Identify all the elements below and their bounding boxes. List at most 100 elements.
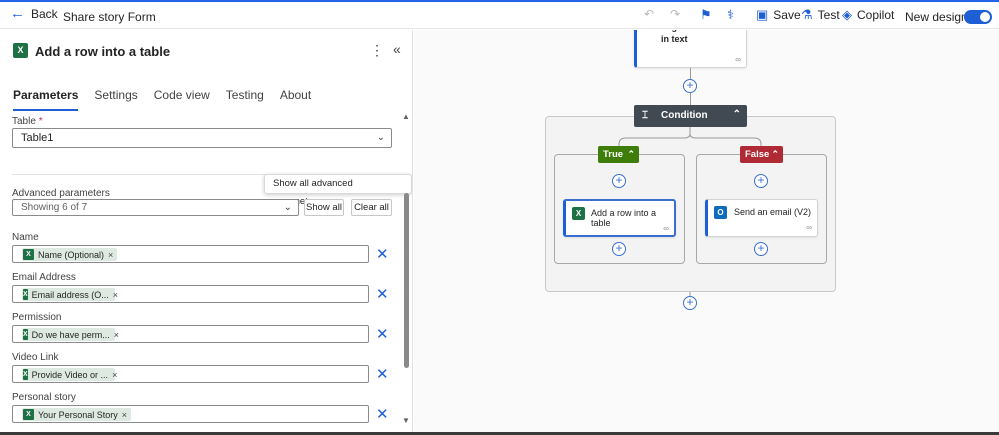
advanced-parameters-select[interactable]: Showing 6 of 7 ⌄: [12, 199, 299, 216]
bottom-edge: [0, 432, 999, 435]
field-label-video-link: Video Link: [12, 352, 59, 363]
flow-checker-icon: ⚑: [700, 7, 712, 22]
insert-step-plus-icon[interactable]: +: [754, 242, 768, 256]
field-label-personal-story: Personal story: [12, 392, 76, 403]
table-label: Table *: [12, 116, 43, 127]
name-field[interactable]: X Name (Optional) ×: [12, 245, 369, 263]
panel-title: Add a row into a table: [35, 44, 171, 59]
back-arrow-icon: ←: [10, 5, 25, 22]
clear-field-icon[interactable]: ✕: [376, 406, 389, 423]
show-all-tooltip: Show all advanced parameters: [264, 174, 412, 207]
show-all-button[interactable]: Show all: [304, 199, 344, 216]
tab-settings[interactable]: Settings: [94, 88, 138, 102]
remove-token-icon[interactable]: ×: [112, 369, 118, 380]
true-label: True: [603, 149, 624, 160]
token-label: Your Personal Story: [38, 409, 118, 420]
excel-icon: X: [23, 329, 28, 340]
save-button[interactable]: ▣ Save: [756, 7, 801, 23]
stethoscope-button[interactable]: ⚕: [727, 7, 734, 23]
tab-about[interactable]: About: [279, 88, 312, 102]
insert-step-plus-icon[interactable]: +: [612, 242, 626, 256]
redo-icon: ↷: [670, 7, 681, 21]
add-row-card-title: Add a row into a table: [591, 208, 657, 228]
table-label-text: Table: [12, 116, 36, 127]
sentiment-card-text: negative sentiment in text: [661, 30, 743, 44]
test-button[interactable]: ⚗ Test: [801, 7, 840, 23]
insert-step-plus-icon[interactable]: +: [612, 174, 626, 188]
panel-tabs: Parameters Settings Code view Testing Ab…: [13, 88, 311, 111]
dynamic-content-token[interactable]: X Do we have perm... ×: [22, 328, 119, 341]
collapse-panel-icon[interactable]: «: [393, 41, 401, 57]
tab-code-view[interactable]: Code view: [153, 88, 210, 102]
table-select[interactable]: Table1 ⌄: [12, 128, 392, 148]
dynamic-content-token[interactable]: X Name (Optional) ×: [22, 248, 118, 261]
link-icon: ∞: [806, 223, 812, 232]
insert-step-plus-icon[interactable]: +: [754, 174, 768, 188]
clear-field-icon[interactable]: ✕: [376, 326, 389, 343]
token-label: Do we have perm...: [31, 329, 110, 340]
tab-parameters[interactable]: Parameters: [13, 88, 79, 111]
insert-step-plus-icon[interactable]: +: [683, 79, 697, 93]
true-badge[interactable]: True ⌃: [598, 146, 639, 163]
excel-icon: X: [23, 409, 34, 420]
chevron-down-icon: ⌄: [283, 202, 292, 213]
condition-icon: ⌶: [642, 110, 648, 121]
clear-field-icon[interactable]: ✕: [376, 286, 389, 303]
dynamic-content-token[interactable]: X Your Personal Story ×: [22, 408, 131, 421]
excel-icon: X: [23, 289, 28, 300]
email-address-field[interactable]: X Email address (O... ×: [12, 285, 369, 303]
permission-field[interactable]: X Do we have perm... ×: [12, 325, 369, 343]
divider: [12, 174, 392, 175]
chevron-up-icon: ⌃: [771, 149, 779, 159]
dynamic-content-token[interactable]: X Email address (O... ×: [22, 288, 118, 301]
new-designer-label: New designer: [905, 10, 979, 24]
send-email-action-card[interactable]: O Send an email (V2) ∞: [705, 199, 818, 237]
designer-canvas[interactable]: negative sentiment in text ∞ + ⌶ Conditi…: [414, 30, 999, 432]
clear-field-icon[interactable]: ✕: [376, 366, 389, 383]
tab-testing[interactable]: Testing: [225, 88, 264, 102]
flow-checker-button[interactable]: ⚑: [700, 7, 712, 23]
insert-step-plus-icon[interactable]: +: [683, 296, 697, 310]
condition-label: Condition: [661, 110, 708, 121]
scrollbar-thumb[interactable]: [404, 193, 409, 368]
save-label: Save: [773, 8, 801, 22]
outlook-icon: O: [714, 206, 727, 219]
excel-icon: X: [23, 249, 34, 260]
remove-token-icon[interactable]: ×: [112, 289, 118, 300]
required-mark: *: [38, 116, 43, 127]
condition-header[interactable]: ⌶ Condition ⌃: [634, 105, 747, 127]
advanced-parameters-label: Advanced parameters: [12, 188, 110, 199]
chevron-up-icon[interactable]: ⌃: [732, 109, 741, 120]
chevron-down-icon: ⌄: [376, 132, 385, 143]
new-designer-toggle[interactable]: [964, 10, 992, 24]
table-value: Table1: [21, 132, 54, 144]
clear-all-button[interactable]: Clear all: [351, 199, 392, 216]
copilot-icon: ◈: [842, 7, 852, 22]
more-options-icon[interactable]: ⋮: [370, 42, 384, 58]
remove-token-icon[interactable]: ×: [121, 409, 127, 420]
remove-token-icon[interactable]: ×: [113, 329, 119, 340]
top-toolbar: ← Back Share story Form ↶ ↷ ⚑ ⚕ ▣ Save ⚗…: [0, 2, 999, 29]
save-icon: ▣: [756, 7, 769, 22]
token-label: Email address (O...: [31, 289, 109, 300]
link-icon: ∞: [735, 55, 741, 64]
clear-field-icon[interactable]: ✕: [376, 246, 389, 263]
undo-button[interactable]: ↶: [644, 7, 654, 21]
redo-button[interactable]: ↷: [670, 7, 680, 21]
personal-story-field[interactable]: X Your Personal Story ×: [12, 405, 369, 423]
advanced-parameters-value: Showing 6 of 7: [21, 202, 88, 213]
sentiment-action-card[interactable]: negative sentiment in text ∞: [634, 30, 747, 68]
scroll-up-arrow-icon[interactable]: ▲: [402, 112, 410, 121]
add-row-action-card[interactable]: X Add a row into a table ∞: [563, 199, 676, 237]
false-label: False: [745, 149, 770, 160]
scroll-down-arrow-icon[interactable]: ▼: [402, 416, 410, 425]
back-button[interactable]: ← Back: [10, 5, 58, 22]
dynamic-content-token[interactable]: X Provide Video or ... ×: [22, 368, 118, 381]
chevron-up-icon: ⌃: [627, 149, 635, 159]
video-link-field[interactable]: X Provide Video or ... ×: [12, 365, 369, 383]
undo-icon: ↶: [644, 7, 655, 21]
copilot-button[interactable]: ◈ Copilot: [842, 7, 894, 23]
false-badge[interactable]: False ⌃: [740, 146, 783, 163]
remove-token-icon[interactable]: ×: [108, 249, 114, 260]
accent-strip: [0, 0, 999, 2]
